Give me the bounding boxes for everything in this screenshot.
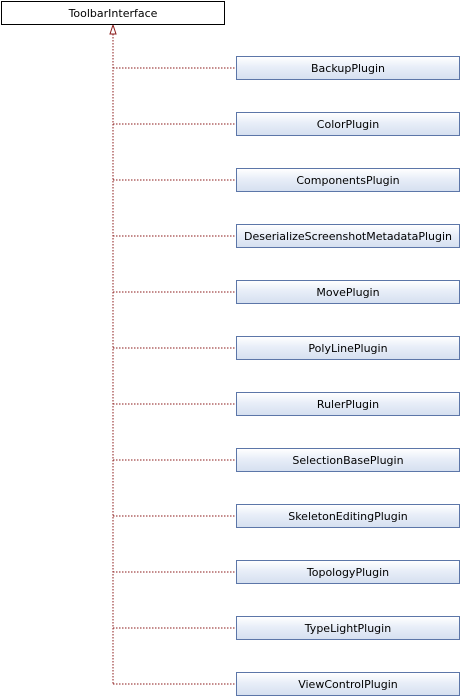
derived-class-label: ColorPlugin bbox=[316, 117, 380, 131]
derived-class-node[interactable]: ViewControlPlugin bbox=[236, 672, 460, 696]
derived-class-node[interactable]: RulerPlugin bbox=[236, 392, 460, 416]
derived-class-node[interactable]: ComponentsPlugin bbox=[236, 168, 460, 192]
derived-class-label: SkeletonEditingPlugin bbox=[288, 509, 408, 523]
derived-class-label: SelectionBasePlugin bbox=[292, 453, 404, 467]
derived-class-node[interactable]: SelectionBasePlugin bbox=[236, 448, 460, 472]
base-class-node[interactable]: ToolbarInterface bbox=[1, 1, 225, 25]
derived-class-label: ComponentsPlugin bbox=[296, 173, 400, 187]
derived-class-label: TypeLightPlugin bbox=[304, 621, 392, 635]
derived-class-label: DeserializeScreenshotMetadataPlugin bbox=[243, 229, 453, 243]
derived-class-node[interactable]: PolyLinePlugin bbox=[236, 336, 460, 360]
derived-class-node[interactable]: ColorPlugin bbox=[236, 112, 460, 136]
derived-class-label: PolyLinePlugin bbox=[308, 341, 388, 355]
base-class-label: ToolbarInterface bbox=[68, 6, 158, 20]
derived-class-label: MovePlugin bbox=[316, 285, 380, 299]
derived-class-node[interactable]: DeserializeScreenshotMetadataPlugin bbox=[236, 224, 460, 248]
derived-class-label: BackupPlugin bbox=[311, 61, 385, 75]
derived-class-label: RulerPlugin bbox=[316, 397, 380, 411]
inheritance-arrowhead bbox=[109, 23, 117, 35]
derived-class-node[interactable]: BackupPlugin bbox=[236, 56, 460, 80]
derived-class-node[interactable]: MovePlugin bbox=[236, 280, 460, 304]
derived-class-node[interactable]: SkeletonEditingPlugin bbox=[236, 504, 460, 528]
derived-class-label: TopologyPlugin bbox=[306, 565, 390, 579]
derived-class-node[interactable]: TopologyPlugin bbox=[236, 560, 460, 584]
derived-class-label: ViewControlPlugin bbox=[298, 677, 398, 691]
derived-class-node[interactable]: TypeLightPlugin bbox=[236, 616, 460, 640]
